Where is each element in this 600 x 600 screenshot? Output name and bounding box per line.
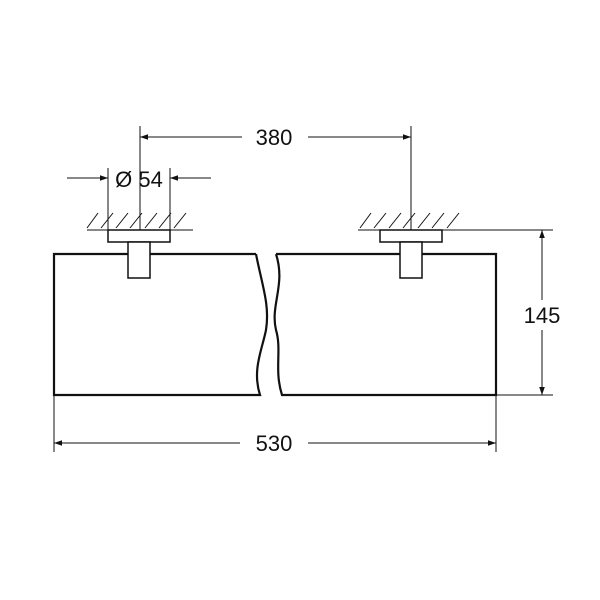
dimension-overall-width: 530 [53, 395, 497, 456]
shelf-left-section [52, 252, 269, 397]
dimension-height: 145 [496, 230, 561, 396]
dimension-label-145: 145 [524, 303, 561, 328]
dimension-mount-spacing: 380 [139, 125, 412, 230]
shelf-right-section [273, 252, 498, 397]
dimension-label-380: 380 [256, 125, 293, 150]
dimension-label-diameter: Ø 54 [115, 167, 163, 192]
wall-hatch-right [358, 212, 553, 231]
bracket-left [107, 229, 171, 279]
dimension-rosette-diameter: Ø 54 [67, 167, 211, 230]
dimension-label-530: 530 [256, 431, 293, 456]
